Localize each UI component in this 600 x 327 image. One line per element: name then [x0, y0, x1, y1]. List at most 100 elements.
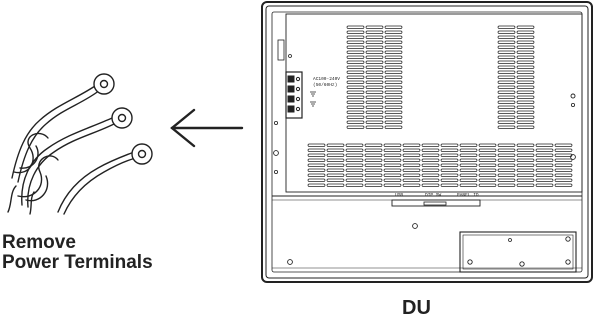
vent-slot [307, 153, 326, 157]
vent-slot [497, 45, 516, 49]
terminal-freq-text: (50/60Hz) [313, 82, 337, 88]
vent-slot [421, 158, 440, 162]
vent-slot [459, 178, 478, 182]
vent-slot [554, 163, 573, 167]
vent-slot [497, 158, 516, 162]
vent-slot [346, 45, 365, 49]
vent-slot [307, 168, 326, 172]
vent-slot [497, 70, 516, 74]
terminal-block [285, 71, 303, 119]
vent-slot [402, 163, 421, 167]
vent-slot [497, 148, 516, 152]
caption-line-1: Remove [2, 232, 76, 253]
vent-slot [516, 148, 535, 152]
vent-slot [478, 168, 497, 172]
vent-slot [554, 148, 573, 152]
vent-slot [516, 168, 535, 172]
vent-slot [554, 153, 573, 157]
vent-slot [384, 105, 403, 109]
vent-slot [478, 158, 497, 162]
vent-slot [326, 178, 345, 182]
vent-slot [535, 168, 554, 172]
vent-slot [535, 173, 554, 177]
vent-slot [384, 60, 403, 64]
vent-slot [364, 178, 383, 182]
vent-slot [440, 143, 459, 147]
vent-slot [535, 178, 554, 182]
vent-slot [365, 100, 384, 104]
vent-slot [497, 35, 516, 39]
vent-slot [346, 60, 365, 64]
vent-slot [365, 85, 384, 89]
vent-slot [554, 178, 573, 182]
vent-slot [516, 100, 535, 104]
vent-slot [440, 163, 459, 167]
vent-slot [516, 90, 535, 94]
vent-slot [516, 60, 535, 64]
vent-slot [516, 50, 535, 54]
vent-slot [383, 143, 402, 147]
vent-slot [384, 55, 403, 59]
vent-slot [365, 50, 384, 54]
ring-terminals [93, 73, 153, 165]
vent-slot [384, 85, 403, 89]
vent-slot [421, 163, 440, 167]
vent-slot [421, 153, 440, 157]
vent-slot [364, 158, 383, 162]
vent-slot [346, 35, 365, 39]
vent-slot [365, 40, 384, 44]
vent-slot [459, 168, 478, 172]
vent-slot [497, 115, 516, 119]
vent-slot [346, 25, 365, 29]
vent-slot [516, 30, 535, 34]
vent-slot [346, 125, 365, 129]
vent-slot [497, 50, 516, 54]
vent-slot [478, 183, 497, 187]
vent-slot [516, 183, 535, 187]
vent-slot [516, 75, 535, 79]
display-unit-back [261, 1, 593, 283]
vent-slot [345, 143, 364, 147]
vent-slot [326, 168, 345, 172]
vent-slot [383, 158, 402, 162]
vent-slot [307, 178, 326, 182]
vent-slot [497, 100, 516, 104]
vent-slot [307, 143, 326, 147]
vent-slot [516, 105, 535, 109]
vent-slot [554, 168, 573, 172]
vent-slot [345, 168, 364, 172]
vent-slot [384, 45, 403, 49]
vent-slot [554, 158, 573, 162]
vent-slot [384, 75, 403, 79]
remove-power-terminals-caption: Remove Power Terminals [2, 233, 153, 273]
vent-slot [345, 183, 364, 187]
vent-slot [516, 178, 535, 182]
vent-slot [516, 173, 535, 177]
vent-slot [516, 95, 535, 99]
vent-slot [326, 148, 345, 152]
vent-slot [440, 148, 459, 152]
vent-slot [516, 70, 535, 74]
vent-slot [384, 70, 403, 74]
vent-slot [365, 25, 384, 29]
vent-slot [516, 85, 535, 89]
vent-slot [421, 168, 440, 172]
vent-slot [383, 178, 402, 182]
vent-slot [478, 178, 497, 182]
vent-slot [516, 110, 535, 114]
vent-slot [365, 70, 384, 74]
vent-slot [535, 158, 554, 162]
vent-slot [497, 65, 516, 69]
vent-slot [535, 183, 554, 187]
vent-slot [497, 105, 516, 109]
vent-slot [516, 158, 535, 162]
vent-slot [365, 95, 384, 99]
vent-slot [326, 153, 345, 157]
vent-slot [365, 115, 384, 119]
vent-slot [440, 173, 459, 177]
vent-slot [402, 183, 421, 187]
vent-slot [384, 120, 403, 124]
vent-slot [554, 183, 573, 187]
vent-slot [383, 153, 402, 157]
